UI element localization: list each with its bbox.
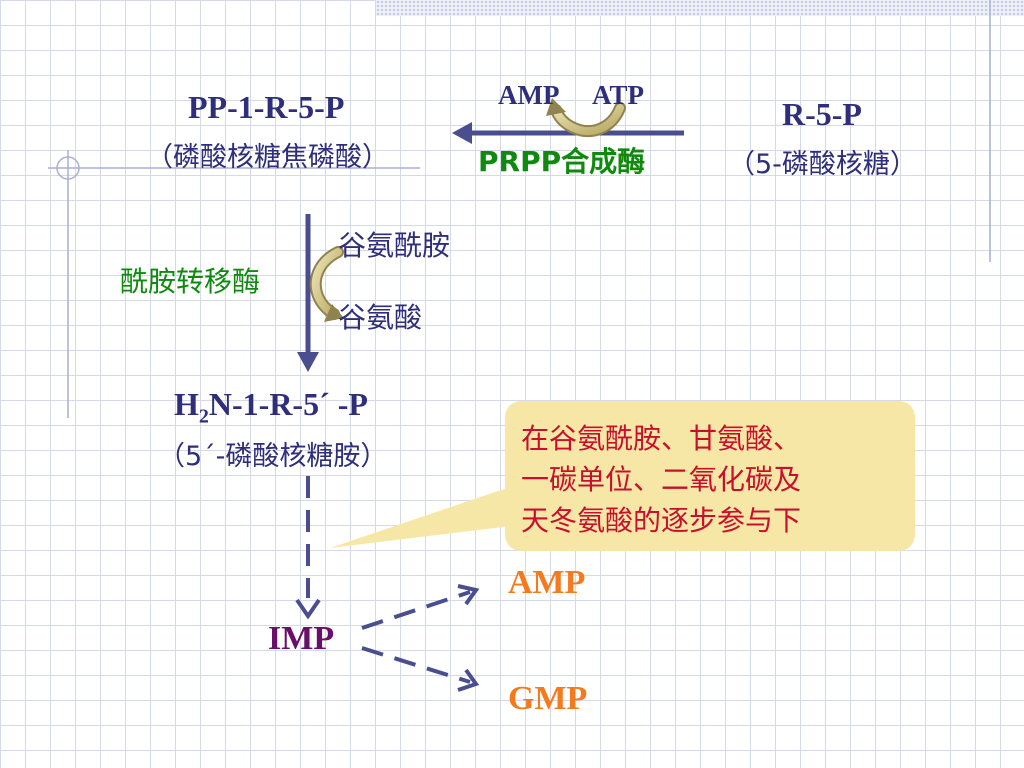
arrow-imp-to-gmp bbox=[361, 646, 471, 684]
pra-desc: （5´-磷酸核糖胺） bbox=[158, 441, 388, 472]
cofactor-amp: AMP bbox=[498, 80, 560, 110]
glutamine-label: 谷氨酰胺 bbox=[338, 229, 451, 262]
callout-line-2: 一碳单位、二氧化碳及 bbox=[521, 463, 802, 496]
pra-name-subscript: 2 bbox=[198, 405, 209, 428]
glutamate-label: 谷氨酸 bbox=[338, 301, 423, 334]
curved-arrow-gln-glu-head bbox=[324, 304, 344, 322]
callout-bubble bbox=[505, 401, 915, 551]
pra-name: H2N-1-R-5´ -P bbox=[174, 386, 368, 428]
enzyme-amidotransferase: 酰胺转移酶 bbox=[120, 265, 261, 298]
arrow-imp-to-amp-head bbox=[457, 584, 480, 606]
cofactor-atp: ATP bbox=[592, 80, 644, 110]
curved-arrow-atp-amp-fill bbox=[552, 104, 624, 136]
prpp-name: PP-1-R-5-P bbox=[188, 89, 345, 125]
callout-text: 在谷氨酰胺、甘氨酸、 一碳单位、二氧化碳及 天冬氨酸的逐步参与下 bbox=[521, 418, 901, 541]
arrow-r5p-to-prpp-head bbox=[452, 122, 472, 144]
callout-pointer bbox=[330, 470, 560, 548]
prpp-desc: （磷酸核糖焦磷酸） bbox=[146, 142, 389, 173]
imp-label: IMP bbox=[268, 620, 335, 657]
callout-line-1: 在谷氨酰胺、甘氨酸、 bbox=[521, 422, 802, 455]
arrow-imp-to-gmp-head bbox=[457, 668, 480, 692]
gmp-label: GMP bbox=[508, 680, 588, 717]
header-dotted-band bbox=[376, 0, 1024, 16]
pra-name-suffix: N-1-R-5´ -P bbox=[208, 386, 368, 422]
pra-name-prefix: H bbox=[174, 386, 199, 422]
r5p-desc: （5-磷酸核糖） bbox=[728, 149, 917, 180]
slide-ring-ornament bbox=[56, 156, 80, 180]
curved-arrow-atp-amp-head bbox=[546, 98, 566, 116]
callout-line-3: 天冬氨酸的逐步参与下 bbox=[521, 504, 802, 537]
arrow-pra-to-imp-head bbox=[295, 598, 321, 620]
enzyme-prpp-synthetase: PRPP合成酶 bbox=[478, 145, 646, 178]
r5p-name: R-5-P bbox=[782, 96, 862, 132]
arrow-prpp-to-pra-head bbox=[297, 352, 319, 372]
arrow-imp-to-amp bbox=[361, 590, 471, 630]
amp-label: AMP bbox=[508, 564, 586, 601]
